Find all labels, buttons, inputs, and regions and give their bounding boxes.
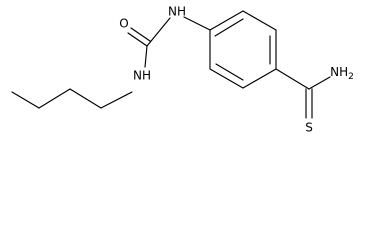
bond-butyl-4 — [100, 91, 133, 109]
ring-bond-1 — [209, 10, 244, 31]
atom-label-nh-urea-top: NH — [168, 5, 186, 19]
bond-nh-ring — [183, 16, 211, 31]
ring-inner-bond-1 — [214, 18, 244, 37]
ring-bond-5 — [209, 68, 244, 89]
ring-inner-bond-3 — [215, 63, 244, 81]
bond-butyl-3 — [69, 88, 102, 109]
ring-bond-2 — [242, 10, 277, 31]
nh2-subscript: 2 — [348, 72, 354, 82]
bond-ring-thioamide-c — [275, 68, 310, 90]
bond-carbonyl-o-2 — [130, 27, 151, 42]
structure-canvas: NH O NH NH2 S — [11, 4, 354, 135]
ring-bond-4 — [242, 68, 277, 89]
bond-nh-carbonyl-c — [144, 45, 148, 68]
atom-label-nh2-amide: NH2 — [330, 65, 354, 82]
atom-label-carbonyl-oxygen: O — [119, 17, 128, 31]
chemical-structure-diagram: NH O NH NH2 S — [11, 5, 354, 135]
bond-butyl-2 — [38, 88, 71, 109]
bond-butyl-1 — [11, 91, 40, 109]
atom-label-sulfur: S — [305, 121, 313, 135]
bond-carbonyl-nh-top — [146, 17, 171, 47]
atom-label-nh-butyl: NH — [133, 69, 151, 83]
bond-thioamide-nh2 — [308, 76, 331, 90]
bond-carbonyl-o-1 — [127, 32, 148, 47]
nh2-main-text: NH — [330, 65, 348, 79]
